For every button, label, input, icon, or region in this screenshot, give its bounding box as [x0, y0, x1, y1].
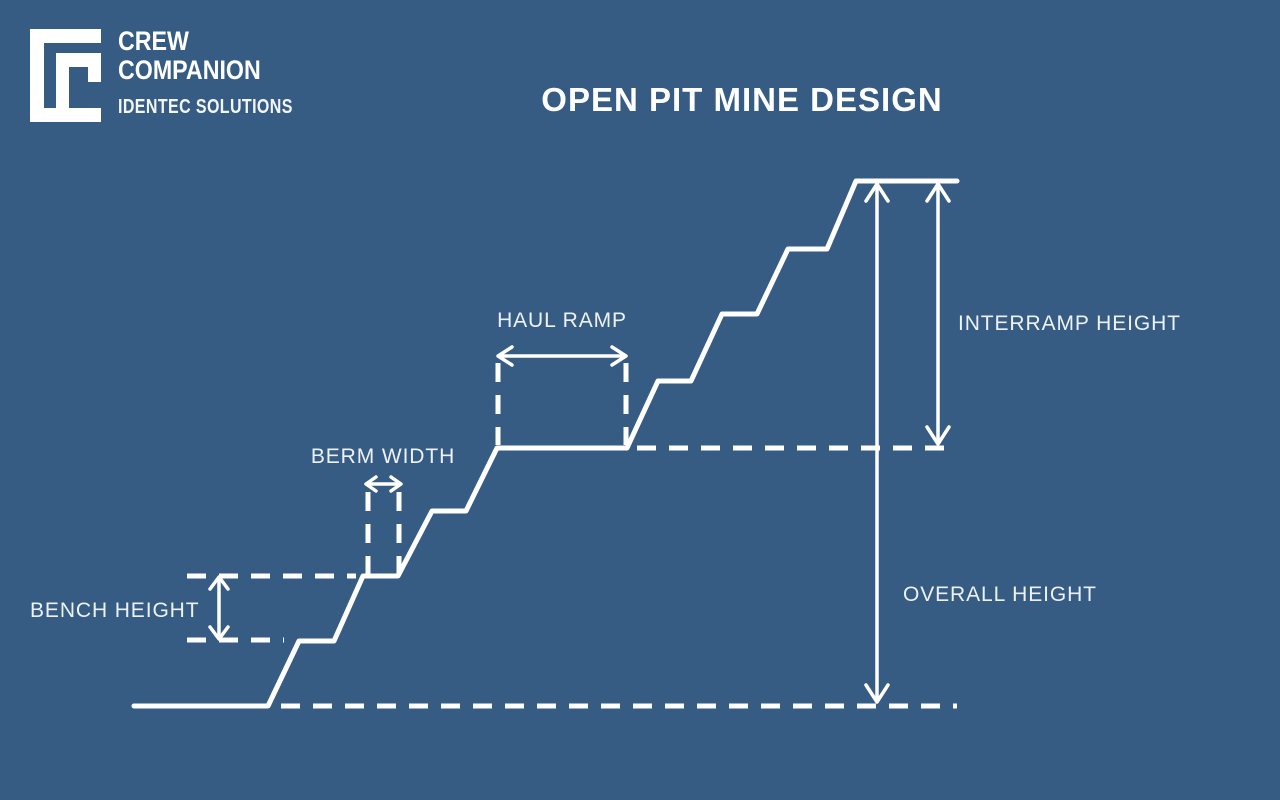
logo-text-companion: COMPANION	[118, 55, 261, 85]
haul-ramp-label: HAUL RAMP	[497, 309, 627, 332]
pit-profile-line	[131, 178, 960, 709]
logo-text-crew: CREW	[118, 26, 189, 56]
overall-height-label: OVERALL HEIGHT	[903, 583, 1097, 606]
bench-height-label: BENCH HEIGHT	[30, 599, 200, 622]
berm-width-label: BERM WIDTH	[310, 445, 456, 468]
crew-companion-logo-icon	[30, 29, 101, 122]
berm-width-arrow	[364, 475, 403, 493]
interramp-height-arrow	[925, 182, 951, 446]
overall-height-arrow	[864, 182, 890, 704]
haul-ramp-arrow	[496, 345, 628, 367]
bench-height-arrow	[208, 575, 230, 641]
page-title: OPEN PIT MINE DESIGN	[541, 81, 943, 119]
logo-text: CREW COMPANION IDENTEC SOLUTIONS	[118, 27, 337, 119]
interramp-height-label: INTERRAMP HEIGHT	[958, 312, 1181, 335]
logo-text-identec-solutions: IDENTEC SOLUTIONS	[118, 96, 293, 118]
